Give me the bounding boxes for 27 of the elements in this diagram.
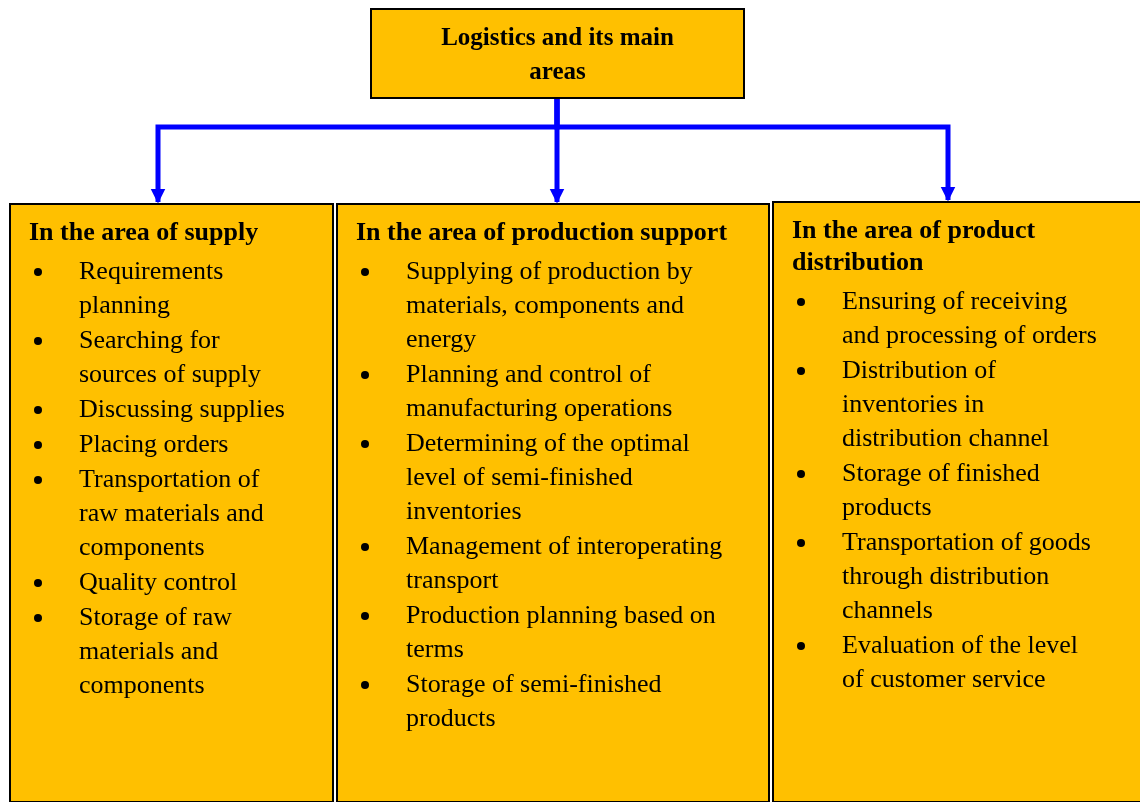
area-box — [772, 201, 1140, 802]
list-item: Searching for sources of supply — [79, 324, 262, 390]
list-item: Evaluation of the level of customer service — [842, 629, 1080, 695]
list-item: Storage of raw materials and components — [79, 601, 234, 701]
area-heading: In the area of product distribution — [792, 214, 1037, 278]
title-box — [370, 8, 745, 99]
list-item: Transportation of goods through distribution channels — [842, 526, 1092, 626]
area-box — [9, 203, 334, 802]
area-heading: In the area of supply — [29, 216, 260, 248]
area-heading: In the area of production support — [356, 216, 729, 248]
area-box — [336, 203, 770, 802]
list-item: Supplying of production by materials, components and energy — [406, 255, 694, 355]
list-item: Storage of finished products — [842, 457, 1041, 523]
list-item: Requirements planning — [79, 255, 225, 321]
list-item: Planning and control of manufacturing operations — [406, 358, 674, 424]
title-text: Logistics and its main areas — [440, 21, 675, 86]
list-item: Ensuring of receiving and processing of orders — [842, 285, 1098, 351]
list-item: Placing orders — [79, 428, 229, 460]
list-item: Transportation of raw materials and components — [79, 463, 265, 563]
list-item: Quality control — [79, 566, 238, 598]
list-item: Storage of semi-finished products — [406, 668, 663, 734]
list-item: Discussing supplies — [79, 393, 285, 425]
list-item: Management of interoperating transport — [406, 530, 724, 596]
list-item: Determining of the optimal level of semi-finished inventories — [406, 427, 691, 527]
arrow — [554, 99, 956, 202]
list-item: Distribution of inventories in distribution channel — [842, 354, 1051, 454]
list-item: Production planning based on terms — [406, 599, 717, 665]
